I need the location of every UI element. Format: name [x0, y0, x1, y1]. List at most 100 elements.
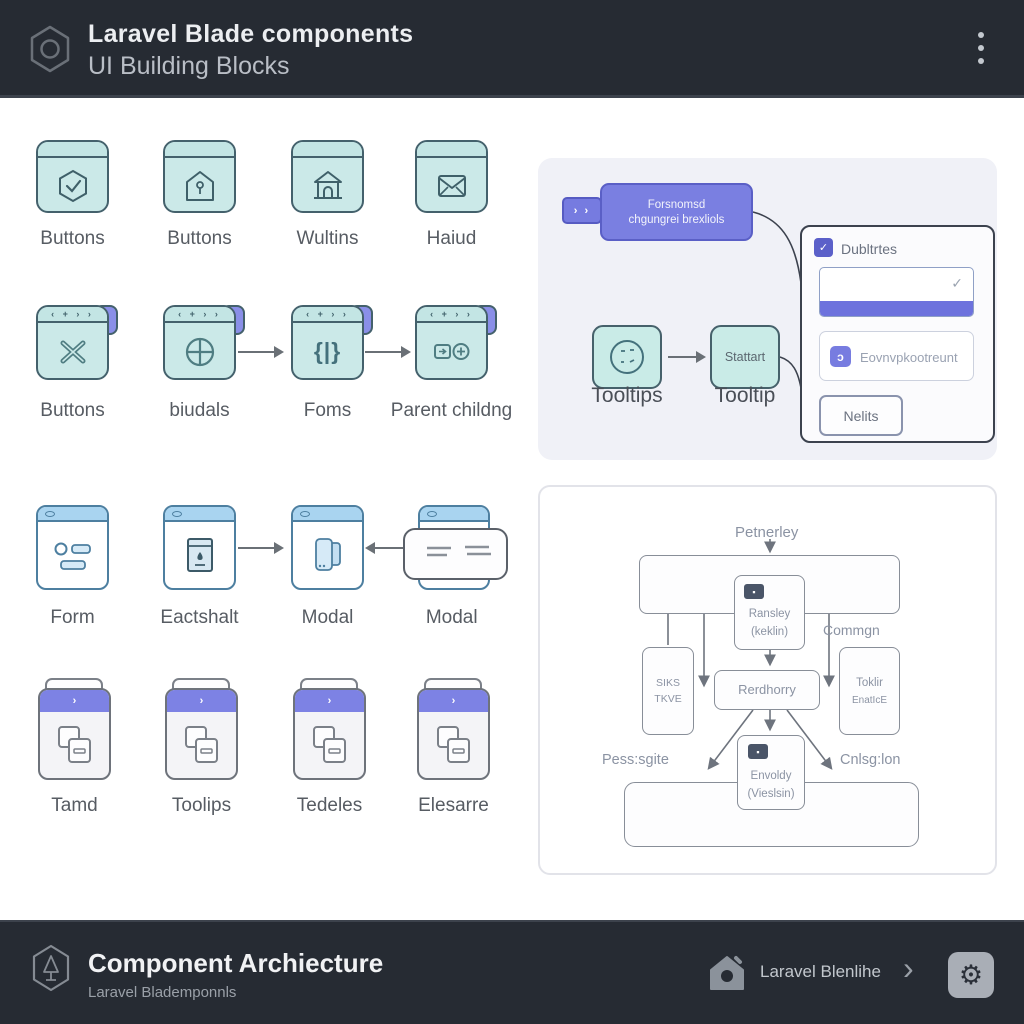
window-oval-icon	[427, 511, 437, 517]
card-label: Buttons	[167, 228, 232, 249]
code-braces-icon: {|}	[313, 338, 342, 364]
modal-panels-icon	[314, 538, 341, 571]
left-branch-label: Pess:sgite	[602, 752, 669, 768]
footer-subtitle: Laravel Blademponnls	[88, 984, 237, 1001]
copy-doc-icon	[184, 726, 218, 763]
chevron-bar: ‹ + › ›	[165, 307, 234, 323]
component-mini-icon: ▪	[748, 744, 768, 759]
dashed-face-icon	[610, 340, 644, 374]
checkbox[interactable]: ✓	[814, 238, 833, 257]
modal-overlay-panel	[403, 528, 508, 580]
card-label: Foms	[303, 400, 352, 421]
envelope-icon	[437, 174, 466, 197]
card-label: Form	[50, 607, 95, 628]
page-title: Laravel Blade components	[88, 20, 414, 48]
commgn-label: Commgn	[823, 622, 880, 638]
tooltips-card	[592, 325, 662, 389]
node-text: Toklir	[856, 677, 883, 689]
chevron-bar: ‹ + › ›	[417, 307, 486, 323]
node-text: (keklin)	[750, 625, 789, 638]
node-text: Ransley	[748, 608, 791, 620]
settings-button[interactable]: ⚙	[948, 952, 994, 998]
bank-building-icon	[313, 170, 342, 199]
card-label: Tedeles	[296, 795, 363, 816]
form-preview-card: ✓ Dubltrtes ✓ ɔ Eovnvpkootreunt Nelits	[800, 225, 995, 443]
copy-doc-icon	[57, 726, 91, 763]
card-label: Parent childng	[390, 400, 513, 421]
form-fields-icon	[54, 542, 91, 570]
flow-box-line1: Forsnomsd	[647, 198, 706, 211]
node-siks: SIKS TKVE	[642, 647, 694, 735]
hexagon-check-icon	[58, 169, 87, 202]
card-label: Buttons	[40, 400, 105, 421]
nelits-button[interactable]: Nelits	[819, 395, 903, 436]
copy-doc-icon	[312, 726, 346, 763]
node-ransley: ▪ Ransley (keklin)	[734, 575, 805, 650]
node-text: EnatIcE	[851, 694, 888, 706]
card-label: Wultins	[296, 228, 359, 249]
package-drop-icon	[186, 538, 213, 572]
node-rerdhorry: Rerdhorry	[714, 670, 820, 710]
card-label: Toolips	[171, 795, 232, 816]
card-label: biudals	[169, 400, 230, 421]
chevron-right-icon[interactable]: ›	[903, 950, 914, 986]
flow-start-box: Forsnomsd chgungrei brexliols	[600, 183, 753, 241]
footer-logo-hexagon-icon	[32, 944, 70, 992]
scissors-x-icon	[60, 340, 85, 363]
home-icon[interactable]	[706, 952, 748, 994]
copy-doc-icon	[436, 726, 470, 763]
tooltip-flow-panel: › › Forsnomsd chgungrei brexliols ✓ Dubl…	[538, 158, 997, 460]
chevron-bar: ‹ + › ›	[293, 307, 362, 323]
right-branch-label: Cnlsg:lon	[840, 752, 901, 768]
tooltips-label: Tooltips	[591, 384, 663, 407]
chevron-bar: ‹ + › ›	[38, 307, 107, 323]
text-input[interactable]: ✓	[819, 267, 974, 317]
window-oval-icon	[45, 511, 55, 517]
flow-arrow-right	[668, 351, 706, 363]
field-box[interactable]: ɔ Eovnvpkootreunt	[819, 331, 974, 381]
card-label: Modal	[425, 607, 478, 628]
gear-icon: ⚙	[958, 959, 984, 990]
input-accent-bar	[820, 301, 973, 316]
window-oval-icon	[172, 511, 182, 517]
card-label: Eactshalt	[160, 607, 239, 628]
field-icon: ɔ	[830, 346, 851, 367]
flow-box-line2: chgungrei brexliols	[628, 213, 725, 226]
text-lines-icon	[427, 545, 491, 557]
flow-arrow-right	[238, 346, 284, 358]
kebab-menu-icon[interactable]	[978, 32, 984, 64]
card-label: Haiud	[426, 228, 477, 249]
page-subtitle: UI Building Blocks	[88, 52, 290, 80]
flow-arrow-right	[365, 346, 411, 358]
crosshair-circle-icon	[185, 337, 214, 366]
window-oval-icon	[300, 511, 310, 517]
footer-breadcrumb-label: Laravel Blenlihe	[760, 962, 881, 981]
flow-arrow-right	[238, 542, 284, 554]
chevron-header: ›	[419, 690, 488, 712]
chevron-header: ›	[40, 690, 109, 712]
flow-arrow-left	[365, 542, 407, 554]
input-check-icon: ✓	[951, 275, 963, 291]
footer-title: Component Archiecture	[88, 948, 384, 978]
tooltip-label: Tooltip	[714, 384, 776, 407]
card-label: Tamd	[51, 795, 98, 816]
footer-bar: Component Archiecture Laravel Blademponn…	[0, 920, 1024, 1024]
card-label: Modal	[301, 607, 354, 628]
node-envoldy: ▪ Envoldy (Vieslsin)	[737, 735, 805, 810]
card-label: Elesarre	[418, 795, 489, 816]
flow-tag: › ›	[562, 197, 602, 224]
checkbox-label: Dubltrtes	[841, 241, 898, 257]
house-keyhole-icon	[185, 170, 214, 201]
node-text: TKVE	[654, 693, 682, 706]
field-text: Eovnvpkootreunt	[860, 350, 958, 365]
chevron-header: ›	[167, 690, 236, 712]
card-label: Buttons	[40, 228, 105, 249]
node-text: SIKS	[656, 677, 680, 689]
component-mini-icon: ▪	[744, 584, 764, 599]
header-bar: Laravel Blade components UI Building Blo…	[0, 0, 1024, 98]
card-plus-icon	[433, 342, 469, 360]
node-text: (Vieslsin)	[747, 787, 795, 800]
tooltip-card: Stattart	[710, 325, 780, 389]
chevron-header: ›	[295, 690, 364, 712]
